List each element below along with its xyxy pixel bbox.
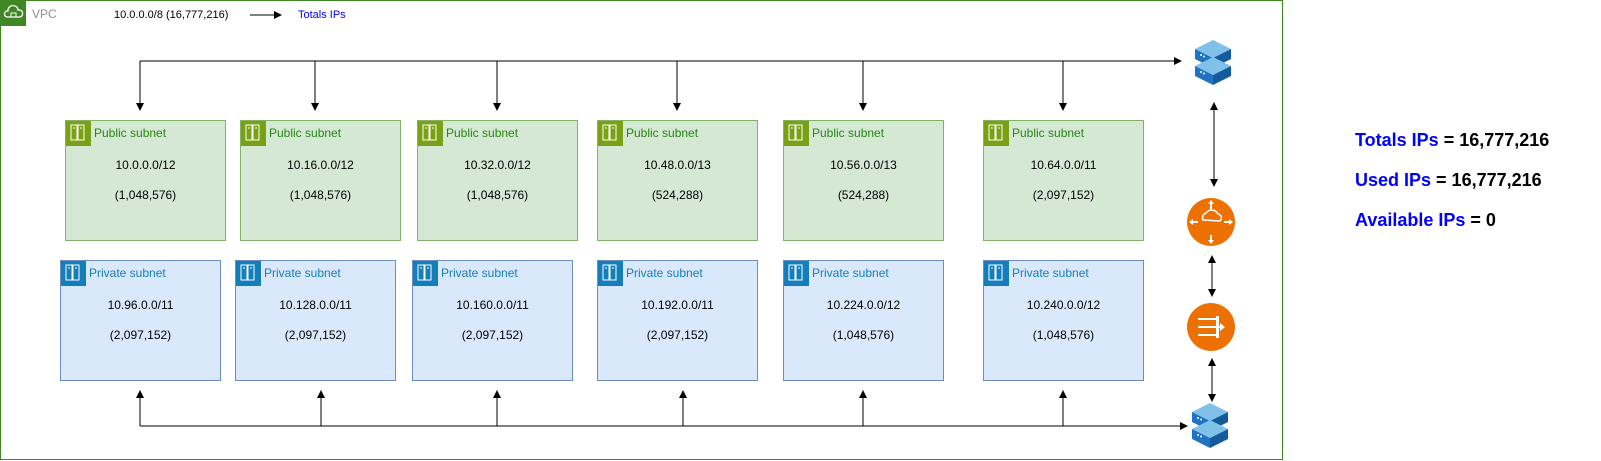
subnet-cidr: 10.64.0.0/11 (1030, 158, 1097, 172)
stat-label: Used IPs (1355, 170, 1432, 190)
subnet-ip-count: (1,048,576) (466, 188, 529, 202)
subnet-title: Public subnet (446, 126, 519, 140)
subnet-title: Public subnet (94, 126, 167, 140)
subnet-ip-count: (2,097,152) (109, 328, 172, 342)
subnet-cidr: 10.56.0.0/13 (830, 158, 897, 172)
available-ips-stat: Available IPs = 0 (1355, 210, 1496, 231)
subnet-ip-count: (2,097,152) (646, 328, 709, 342)
subnet-ip-count: (524,288) (837, 188, 890, 202)
subnet-cidr: 10.16.0.0/12 (287, 158, 354, 172)
subnet-cidr: 10.192.0.0/11 (641, 298, 714, 312)
stat-label: Totals IPs (1355, 130, 1439, 150)
vpc-cloud-icon (1, 1, 26, 26)
subnet-title: Private subnet (441, 266, 518, 280)
private-subnet-3[interactable]: Private subnet 10.160.0.0/11 (2,097,152) (412, 260, 573, 381)
subnet-title: Public subnet (1012, 126, 1085, 140)
public-subnet-6[interactable]: Public subnet 10.64.0.0/11 (2,097,152) (983, 120, 1144, 241)
subnet-cidr: 10.96.0.0/11 (107, 298, 174, 312)
subnet-title: Public subnet (812, 126, 885, 140)
public-subnet-5[interactable]: Public subnet 10.56.0.0/13 (524,288) (783, 120, 944, 241)
subnet-cidr: 10.128.0.0/11 (279, 298, 352, 312)
subnet-ip-count: (1,048,576) (1032, 328, 1095, 342)
route-table-icon (1195, 40, 1231, 85)
subnet-title: Public subnet (269, 126, 342, 140)
stat-value: = 0 (1465, 210, 1496, 230)
subnet-ip-count: (1,048,576) (832, 328, 895, 342)
subnet-title: Private subnet (1012, 266, 1089, 280)
private-subnet-1[interactable]: Private subnet 10.96.0.0/11 (2,097,152) (60, 260, 221, 381)
stat-value: = 16,777,216 (1431, 170, 1542, 190)
subnet-icon-glyphs (65, 124, 1003, 281)
used-ips-stat: Used IPs = 16,777,216 (1355, 170, 1542, 191)
nat-gateway-icon (1187, 303, 1235, 351)
public-subnet-4[interactable]: Public subnet 10.48.0.0/13 (524,288) (597, 120, 758, 241)
subnet-ip-count: (524,288) (651, 188, 704, 202)
subnet-title: Private subnet (626, 266, 703, 280)
private-subnet-2[interactable]: Private subnet 10.128.0.0/11 (2,097,152) (235, 260, 396, 381)
vpc-container: VPC 10.0.0.0/8 (16,777,216) Totals IPs (0, 0, 1283, 460)
subnet-cidr: 10.160.0.0/11 (456, 298, 529, 312)
totals-ips-link[interactable]: Totals IPs (298, 9, 346, 21)
subnet-cidr: 10.224.0.0/12 (826, 298, 901, 312)
subnet-cidr: 10.48.0.0/13 (644, 158, 711, 172)
subnet-ip-count: (2,097,152) (461, 328, 524, 342)
public-subnet-2[interactable]: Public subnet 10.16.0.0/12 (1,048,576) (240, 120, 401, 241)
subnet-ip-count: (2,097,152) (284, 328, 347, 342)
top-route-bus (136, 57, 1182, 111)
stat-label: Available IPs (1355, 210, 1466, 230)
vpc-cidr-label: 10.0.0.0/8 (16,777,216) (114, 9, 229, 21)
private-subnet-6[interactable]: Private subnet 10.240.0.0/12 (1,048,576) (983, 260, 1144, 381)
subnet-ip-count: (1,048,576) (289, 188, 352, 202)
subnet-ip-count: (1,048,576) (114, 188, 177, 202)
subnet-ip-count: (2,097,152) (1032, 188, 1095, 202)
subnet-cidr: 10.0.0.0/12 (115, 158, 176, 172)
private-subnet-4[interactable]: Private subnet 10.192.0.0/11 (2,097,152) (597, 260, 758, 381)
subnet-title: Private subnet (89, 266, 166, 280)
public-subnet-3[interactable]: Public subnet 10.32.0.0/12 (1,048,576) (417, 120, 578, 241)
subnet-cidr: 10.32.0.0/12 (464, 158, 531, 172)
public-subnet-1[interactable]: Public subnet 10.0.0.0/12 (1,048,576) (65, 120, 226, 241)
subnet-title: Private subnet (264, 266, 341, 280)
router-icon (1187, 198, 1235, 246)
vpc-label: VPC (32, 7, 57, 21)
stat-value: = 16,777,216 (1438, 130, 1550, 150)
totals-ips-stat: Totals IPs = 16,777,216 (1355, 130, 1549, 151)
bottom-route-bus (136, 390, 1188, 430)
subnet-title: Private subnet (812, 266, 889, 280)
route-table-icon (1192, 403, 1228, 448)
gateway-links (1208, 102, 1218, 402)
subnet-cidr: 10.240.0.0/12 (1026, 298, 1101, 312)
subnet-title: Public subnet (626, 126, 699, 140)
